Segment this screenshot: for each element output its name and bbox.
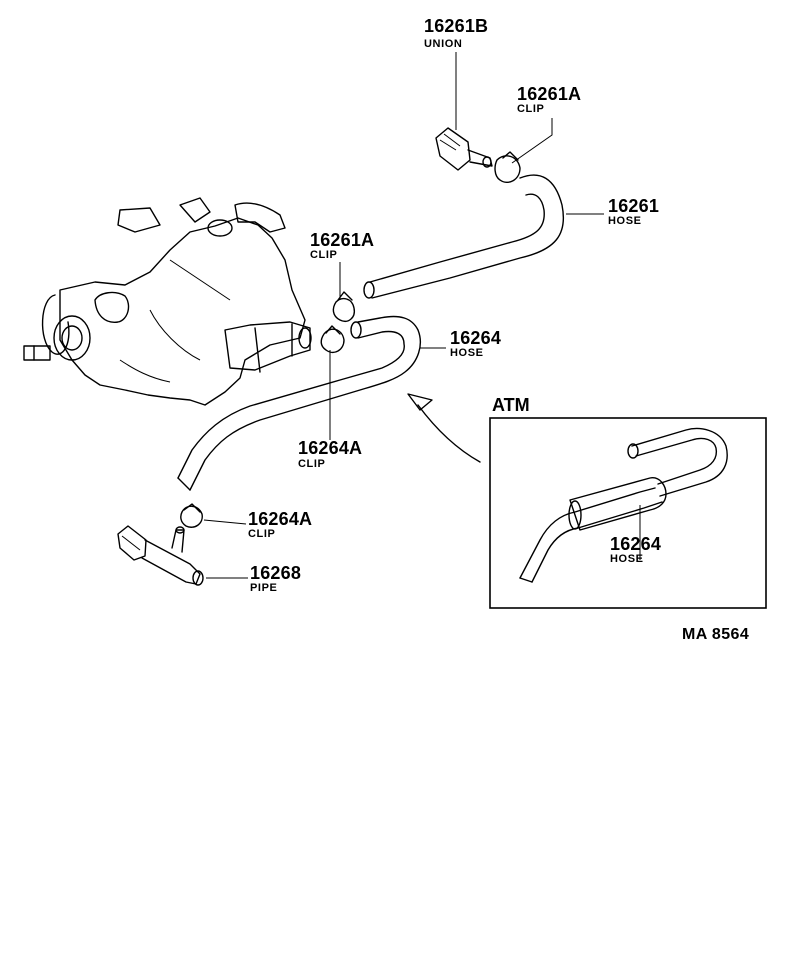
callout-clip-mid-lower-part-number: 16264A	[298, 438, 363, 458]
callout-pipe-part-name: PIPE	[250, 582, 278, 594]
pipe-part	[117, 525, 204, 586]
callout-clip-low-part-number: 16264A	[248, 509, 313, 529]
atm-pointer-arrow	[407, 393, 481, 463]
clip-low	[180, 503, 203, 528]
callout-hose-16264-part-name: HOSE	[450, 347, 484, 359]
leader-lines	[203, 52, 604, 579]
callout-hose-16264-part-number: 16264	[450, 328, 502, 348]
clip-mid-upper	[332, 291, 355, 322]
callout-atm-hose-part-number: 16264	[610, 534, 662, 554]
callout-clip-mid-upper-part-number: 16261A	[310, 230, 375, 250]
atm-inset-title: ATM	[492, 395, 530, 415]
callout-hose-16261-part-name: HOSE	[608, 215, 642, 227]
callout-atm-hose-part-name: HOSE	[610, 553, 644, 565]
hose-16264	[177, 315, 422, 491]
callout-clip-mid-upper-part-name: CLIP	[310, 249, 338, 261]
clip-top	[494, 151, 521, 184]
callout-clip-mid-lower-part-name: CLIP	[298, 458, 326, 470]
callout-clip-top-part-number: 16261A	[517, 84, 582, 104]
diagram-reference-code: MA 8564	[682, 626, 750, 643]
callout-union-part-name: UNION	[424, 38, 463, 50]
callout-union-part-number: 16261B	[424, 16, 489, 36]
union-part	[435, 127, 493, 171]
callout-pipe-part-number: 16268	[250, 563, 302, 583]
injection-pump	[23, 197, 312, 406]
callout-hose-16261-part-number: 16261	[608, 196, 660, 216]
clip-mid-lower	[320, 325, 345, 354]
callout-clip-top-part-name: CLIP	[517, 103, 545, 115]
callout-clip-low-part-name: CLIP	[248, 528, 276, 540]
hose-16261	[363, 174, 564, 299]
atm-inset	[489, 417, 767, 609]
